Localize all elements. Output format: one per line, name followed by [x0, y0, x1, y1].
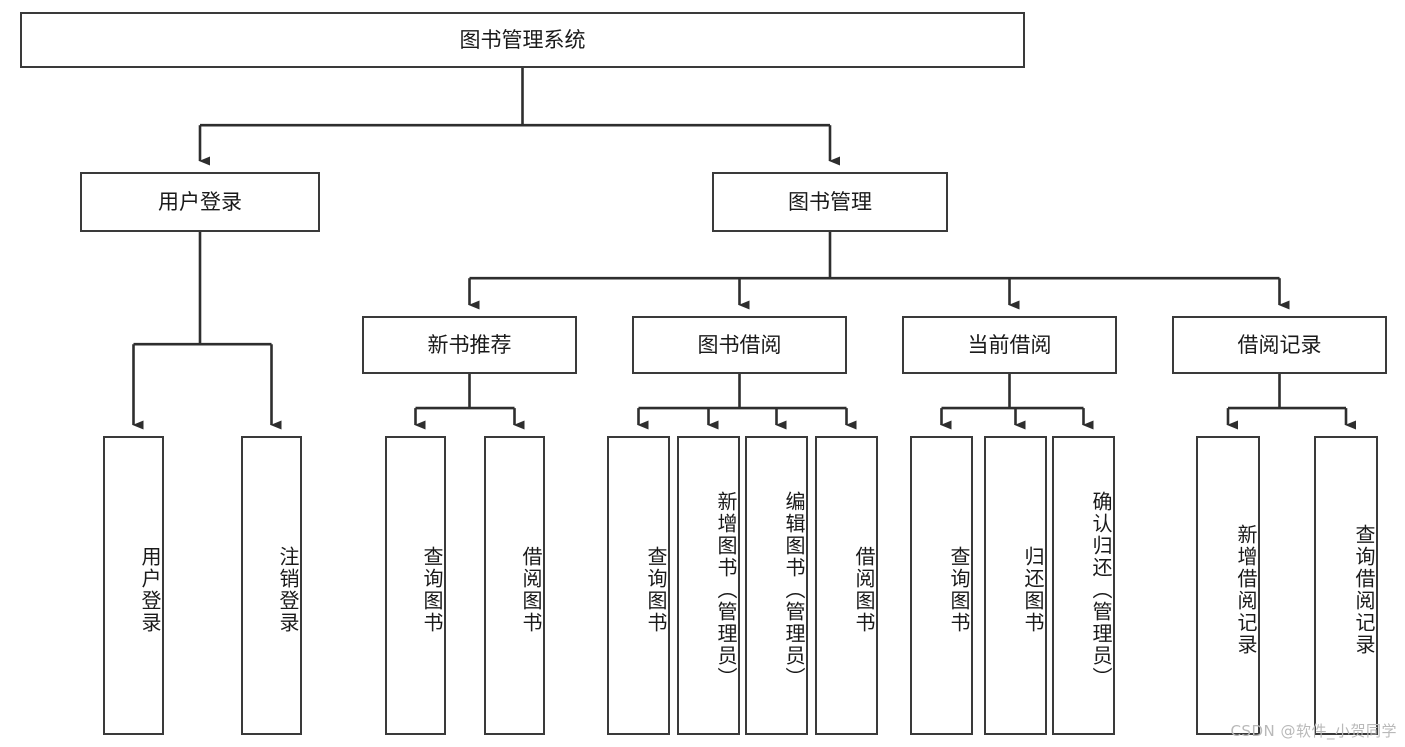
node-leaf-rec-2[interactable]: 查询借阅记录: [1314, 436, 1378, 735]
node-label: 借阅图书: [852, 545, 876, 634]
node-leaf-bor-1[interactable]: 查询图书: [607, 436, 670, 735]
node-label: 查询图书: [947, 545, 971, 634]
node-label: 查询图书: [644, 545, 668, 634]
node-label: 编辑图书（管理员）: [782, 490, 806, 689]
node-root[interactable]: 图书管理系统: [20, 12, 1025, 68]
node-leaf-bor-2[interactable]: 新增图书（管理员）: [677, 436, 740, 735]
node-borrow[interactable]: 图书借阅: [632, 316, 847, 374]
node-label: 新书推荐: [427, 332, 512, 357]
node-leaf-cur-2[interactable]: 归还图书: [984, 436, 1047, 735]
node-newbook[interactable]: 新书推荐: [362, 316, 577, 374]
node-label: 查询借阅记录: [1352, 523, 1376, 656]
node-leaf-login-1[interactable]: 用户登录: [103, 436, 164, 735]
node-leaf-cur-3[interactable]: 确认归还（管理员）: [1052, 436, 1115, 735]
node-label: 图书借阅: [697, 332, 782, 357]
node-label: 借阅记录: [1237, 332, 1322, 357]
node-current[interactable]: 当前借阅: [902, 316, 1117, 374]
node-records[interactable]: 借阅记录: [1172, 316, 1387, 374]
node-label: 查询图书: [420, 545, 444, 634]
node-login[interactable]: 用户登录: [80, 172, 320, 232]
node-label: 图书管理系统: [459, 27, 586, 52]
node-leaf-login-2[interactable]: 注销登录: [241, 436, 302, 735]
node-leaf-bor-4[interactable]: 借阅图书: [815, 436, 878, 735]
node-label: 新增借阅记录: [1234, 523, 1258, 656]
node-label: 借阅图书: [519, 545, 543, 634]
node-label: 新增图书（管理员）: [714, 490, 738, 689]
node-label: 用户登录: [158, 189, 242, 214]
node-leaf-cur-1[interactable]: 查询图书: [910, 436, 973, 735]
node-label: 当前借阅: [967, 332, 1052, 357]
node-leaf-new-1[interactable]: 查询图书: [385, 436, 446, 735]
node-leaf-new-2[interactable]: 借阅图书: [484, 436, 545, 735]
node-label: 注销登录: [276, 545, 300, 634]
node-bookmgmt[interactable]: 图书管理: [712, 172, 948, 232]
node-label: 图书管理: [788, 189, 872, 214]
node-label: 归还图书: [1021, 545, 1045, 634]
node-label: 确认归还（管理员）: [1089, 490, 1113, 689]
node-label: 用户登录: [138, 545, 162, 634]
node-leaf-rec-1[interactable]: 新增借阅记录: [1196, 436, 1260, 735]
node-leaf-bor-3[interactable]: 编辑图书（管理员）: [745, 436, 808, 735]
watermark-label: CSDN @软件_小贺同学: [1230, 722, 1397, 740]
